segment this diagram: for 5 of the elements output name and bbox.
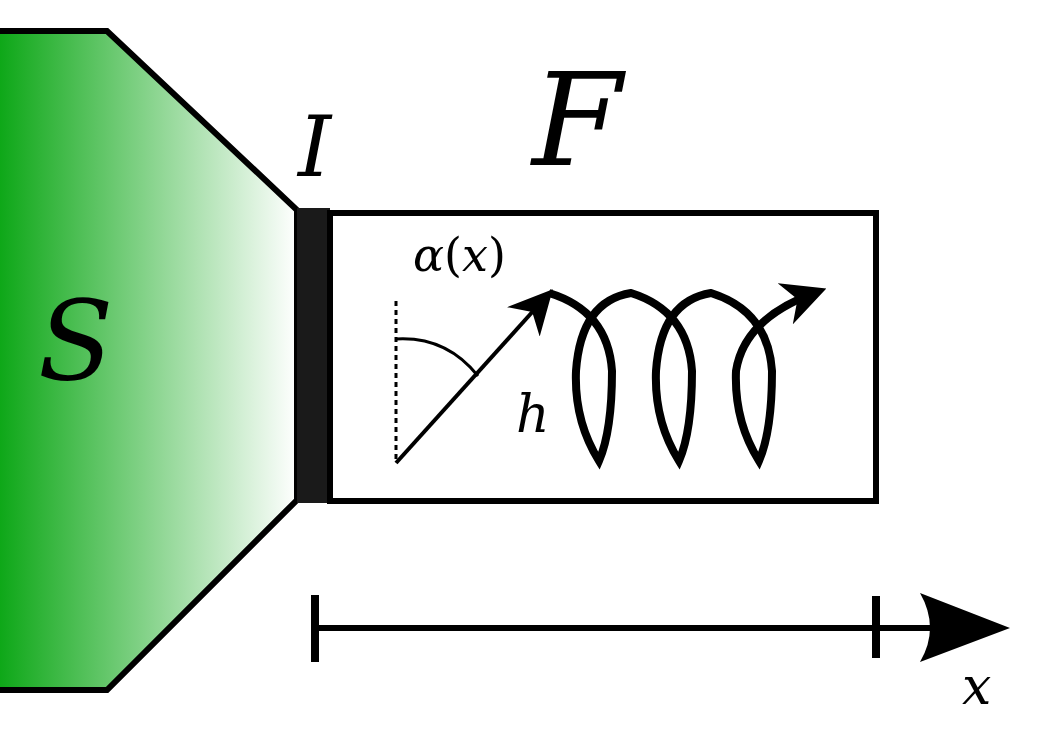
field-label: h	[516, 388, 550, 440]
region-label: I	[298, 105, 332, 189]
axis-label: x	[962, 660, 992, 712]
angle-label: α(x)	[413, 232, 506, 278]
region-label: S	[38, 286, 114, 396]
